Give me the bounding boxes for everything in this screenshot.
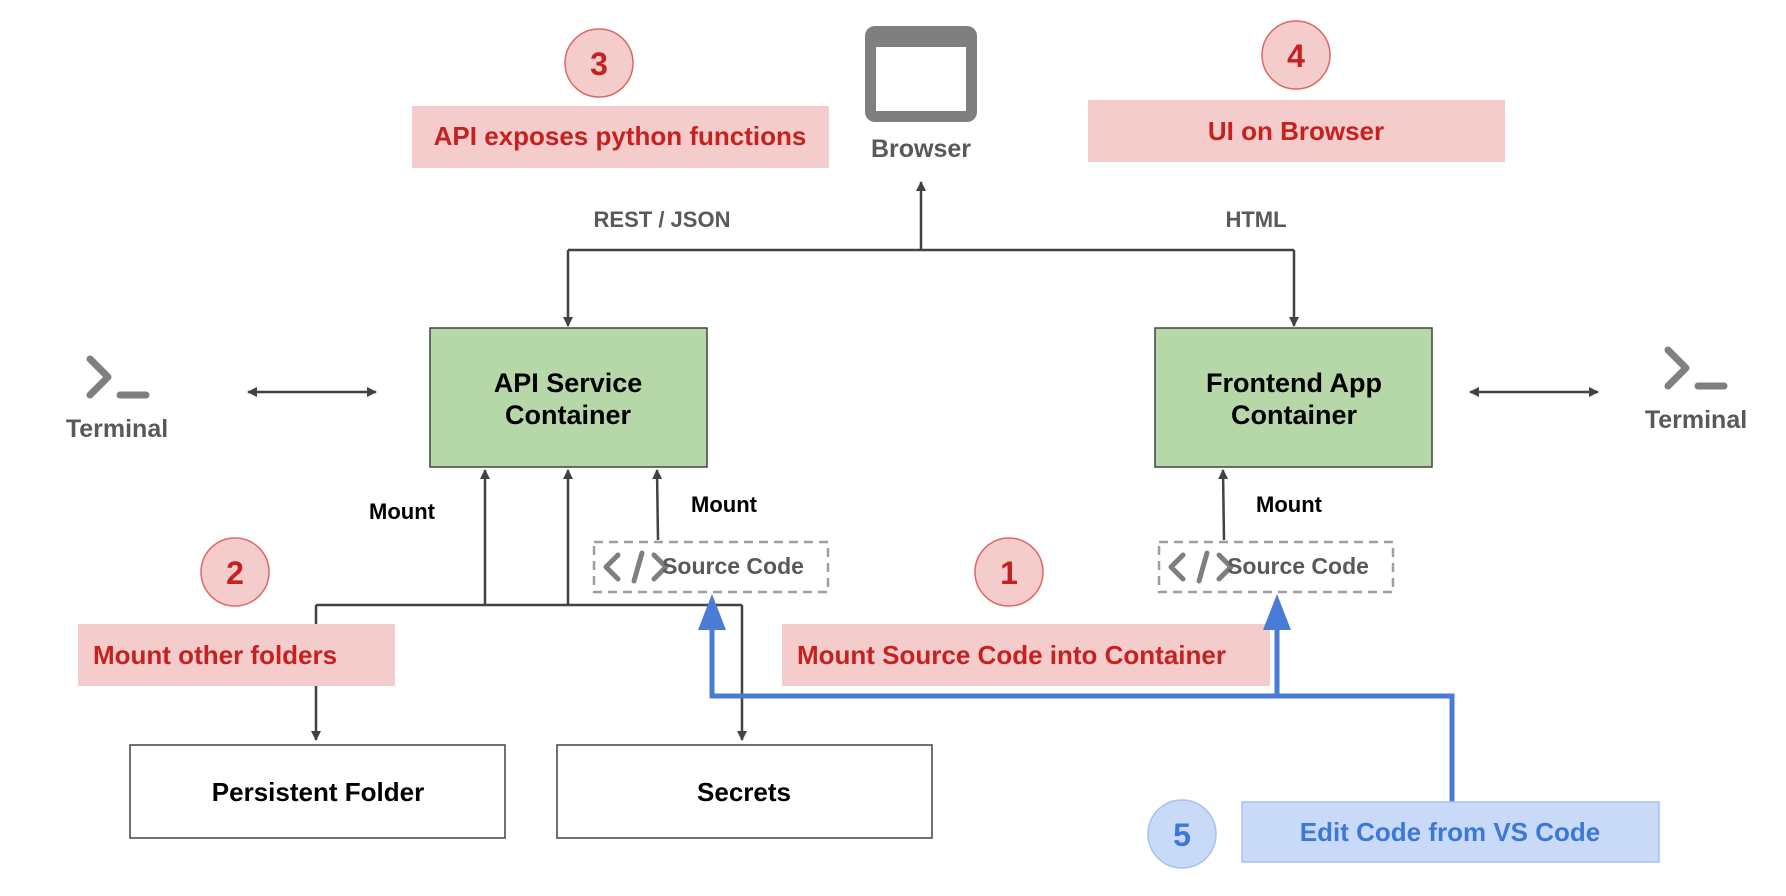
step-1-text: Mount Source Code into Container [797, 640, 1226, 670]
terminal-right-label: Terminal [1645, 406, 1747, 434]
secrets-box [556, 744, 933, 839]
api-source-code-label: Source Code [662, 553, 804, 579]
browser-window-icon [865, 26, 977, 122]
step-3-text: API exposes python functions [434, 121, 807, 151]
frontend-container-label-line1: Frontend App [1206, 368, 1382, 398]
html-label: HTML [1225, 207, 1286, 232]
step-1-banner [782, 624, 1270, 686]
frontend-app-container [1154, 327, 1433, 468]
code-brackets-icon [1168, 550, 1234, 584]
step-5-badge [1147, 799, 1217, 869]
rest-json-label: REST / JSON [594, 207, 731, 232]
terminal-prompt-icon [86, 355, 150, 399]
step-4-badge [1261, 20, 1331, 90]
step-1-number: 1 [1000, 555, 1018, 591]
api-container-label-line2: Container [505, 400, 632, 430]
persistent-folder-box [129, 744, 506, 839]
terminal-prompt-icon [1664, 346, 1728, 390]
frontend-container-label-line2: Container [1231, 400, 1358, 430]
step-5-number: 5 [1173, 817, 1191, 853]
api-source-code-box [592, 540, 830, 594]
step-4-text: UI on Browser [1208, 116, 1384, 146]
step-3-badge [564, 28, 634, 98]
mount-connectors [311, 469, 1229, 741]
vscode-edit-connectors [698, 594, 1455, 802]
mount-left-label: Mount [369, 499, 436, 524]
step-2-badge [200, 537, 270, 607]
step-2-banner [78, 624, 395, 686]
frontend-source-code-label: Source Code [1227, 553, 1369, 579]
api-service-container [429, 327, 708, 468]
step-2-number: 2 [226, 555, 244, 591]
browser-connectors [563, 181, 1299, 327]
step-5-text: Edit Code from VS Code [1300, 817, 1600, 847]
secrets-label: Secrets [697, 777, 791, 807]
step-3-banner [412, 106, 829, 168]
step-5-banner [1241, 801, 1660, 863]
step-4-number: 4 [1287, 38, 1305, 74]
step-4-banner [1088, 100, 1505, 162]
mount-frontend-source-label: Mount [1256, 492, 1323, 517]
frontend-source-code-box [1157, 540, 1395, 594]
step-1-badge [974, 537, 1044, 607]
step-3-number: 3 [590, 46, 608, 82]
api-container-label-line1: API Service [494, 368, 643, 398]
persistent-folder-label: Persistent Folder [212, 777, 424, 807]
code-brackets-icon [603, 550, 669, 584]
browser-label: Browser [871, 135, 971, 163]
terminal-left-label: Terminal [66, 415, 168, 443]
step-2-text: Mount other folders [93, 640, 337, 670]
mount-api-source-label: Mount [691, 492, 758, 517]
